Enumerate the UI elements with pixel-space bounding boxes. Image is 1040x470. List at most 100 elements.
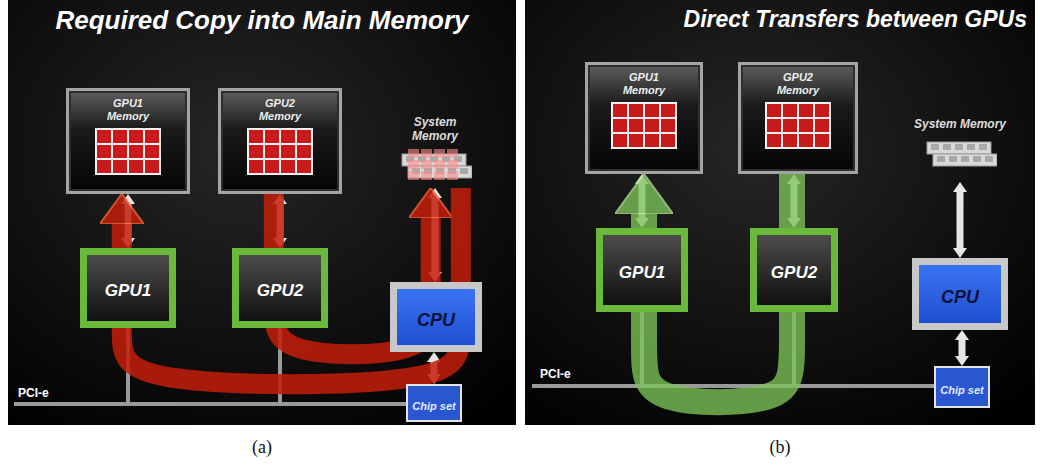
ram-stick <box>933 154 997 166</box>
gpu-box: GPU1 <box>80 248 176 328</box>
figure-panel: Required Copy into Main MemoryGPU1 Memor… <box>8 0 516 425</box>
memory-box: GPU2 Memory <box>218 88 342 194</box>
memory-cell <box>281 160 295 173</box>
copied-cell <box>434 160 445 169</box>
ram-chip <box>973 156 981 162</box>
memory-cell <box>661 134 675 147</box>
memory-cell <box>645 119 659 132</box>
ram-chip <box>979 144 987 150</box>
memory-cell <box>799 119 813 132</box>
grid-ground <box>611 102 677 149</box>
memory-cell <box>629 134 643 147</box>
box-label: CPU <box>941 287 979 308</box>
memory-grid <box>247 128 313 175</box>
memory-cell <box>661 104 675 117</box>
box-label: GPU1 Memory <box>612 71 676 96</box>
memory-box: GPU2 Memory <box>738 62 858 174</box>
memory-cell <box>783 104 797 117</box>
memory-cell <box>129 160 143 173</box>
memory-cell <box>281 145 295 158</box>
memory-cell <box>297 145 311 158</box>
box-label: GPU2 <box>771 263 817 283</box>
memory-cell <box>113 130 127 143</box>
memory-cell <box>265 160 279 173</box>
ram-modules <box>923 136 997 172</box>
panel-background <box>525 0 1035 425</box>
chipset-box: Chip set <box>406 384 462 422</box>
memory-cell <box>129 130 143 143</box>
cpu-box: CPU <box>390 282 482 352</box>
memory-cell <box>97 160 111 173</box>
ram-chip <box>955 144 963 150</box>
copied-cell <box>408 149 419 158</box>
memory-cell <box>815 134 829 147</box>
system-memory: System Memory <box>392 110 478 188</box>
gpu-box: GPU2 <box>750 228 838 312</box>
memory-grid <box>95 128 161 175</box>
chipset-box: Chip set <box>934 366 990 408</box>
ram-chip <box>961 156 969 162</box>
memory-cell <box>145 145 159 158</box>
copied-cell <box>421 171 432 180</box>
figure-panel: Direct Transfers between GPUsGPU1 Memory… <box>525 0 1035 425</box>
bus-arrow <box>639 184 646 218</box>
panel-caption: (a) <box>242 437 282 458</box>
memory-box: GPU1 Memory <box>585 62 703 174</box>
memory-cell <box>113 145 127 158</box>
memory-cell <box>815 104 829 117</box>
ram-modules <box>398 148 472 184</box>
copied-cell <box>434 171 445 180</box>
memory-cell <box>629 119 643 132</box>
memory-cell <box>297 130 311 143</box>
cpu-box: CPU <box>912 258 1008 330</box>
ram-stick <box>927 142 991 154</box>
memory-cell <box>249 160 263 173</box>
memory-cell <box>783 119 797 132</box>
ram-chip <box>967 144 975 150</box>
box-label: System Memory <box>392 116 478 144</box>
copied-cell <box>408 171 419 180</box>
memory-cell <box>145 160 159 173</box>
box-label: GPU2 <box>257 281 303 301</box>
panel-caption: (b) <box>760 437 800 458</box>
memory-cell <box>613 104 627 117</box>
ram-chip <box>943 144 951 150</box>
panel-title: Required Copy into Main Memory <box>8 6 516 36</box>
box-label: GPU1 <box>105 281 151 301</box>
memory-cell <box>613 134 627 147</box>
ram-chip <box>937 156 945 162</box>
bus-label: PCI-e <box>540 367 571 381</box>
box-label: GPU2 Memory <box>766 71 830 96</box>
memory-cell <box>629 104 643 117</box>
bus-arrow <box>959 340 966 356</box>
copied-cell <box>447 160 458 169</box>
memory-cell <box>645 134 659 147</box>
box-label: Chip set <box>940 384 983 396</box>
memory-cell <box>767 134 781 147</box>
grid-ground <box>765 102 831 149</box>
ram-chip <box>931 144 939 150</box>
ram-chip <box>460 168 468 174</box>
memory-cell <box>783 134 797 147</box>
box-label: System Memory <box>912 118 1008 132</box>
pcie-bus <box>532 384 934 388</box>
box-label: GPU1 <box>619 263 665 283</box>
memory-cell <box>815 119 829 132</box>
box-label: GPU2 Memory <box>248 97 312 122</box>
memory-cell <box>97 145 111 158</box>
memory-grid <box>611 102 677 149</box>
memory-cell <box>613 119 627 132</box>
copied-cell <box>421 149 432 158</box>
copied-cell <box>447 171 458 180</box>
box-label: Chip set <box>412 400 455 412</box>
memory-cell <box>767 104 781 117</box>
pcie-bus <box>14 402 406 406</box>
memory-grid <box>765 102 831 149</box>
copied-cell <box>447 149 458 158</box>
memory-cell <box>97 130 111 143</box>
bus-arrow <box>957 192 964 248</box>
memory-cell <box>799 134 813 147</box>
memory-cell <box>297 160 311 173</box>
